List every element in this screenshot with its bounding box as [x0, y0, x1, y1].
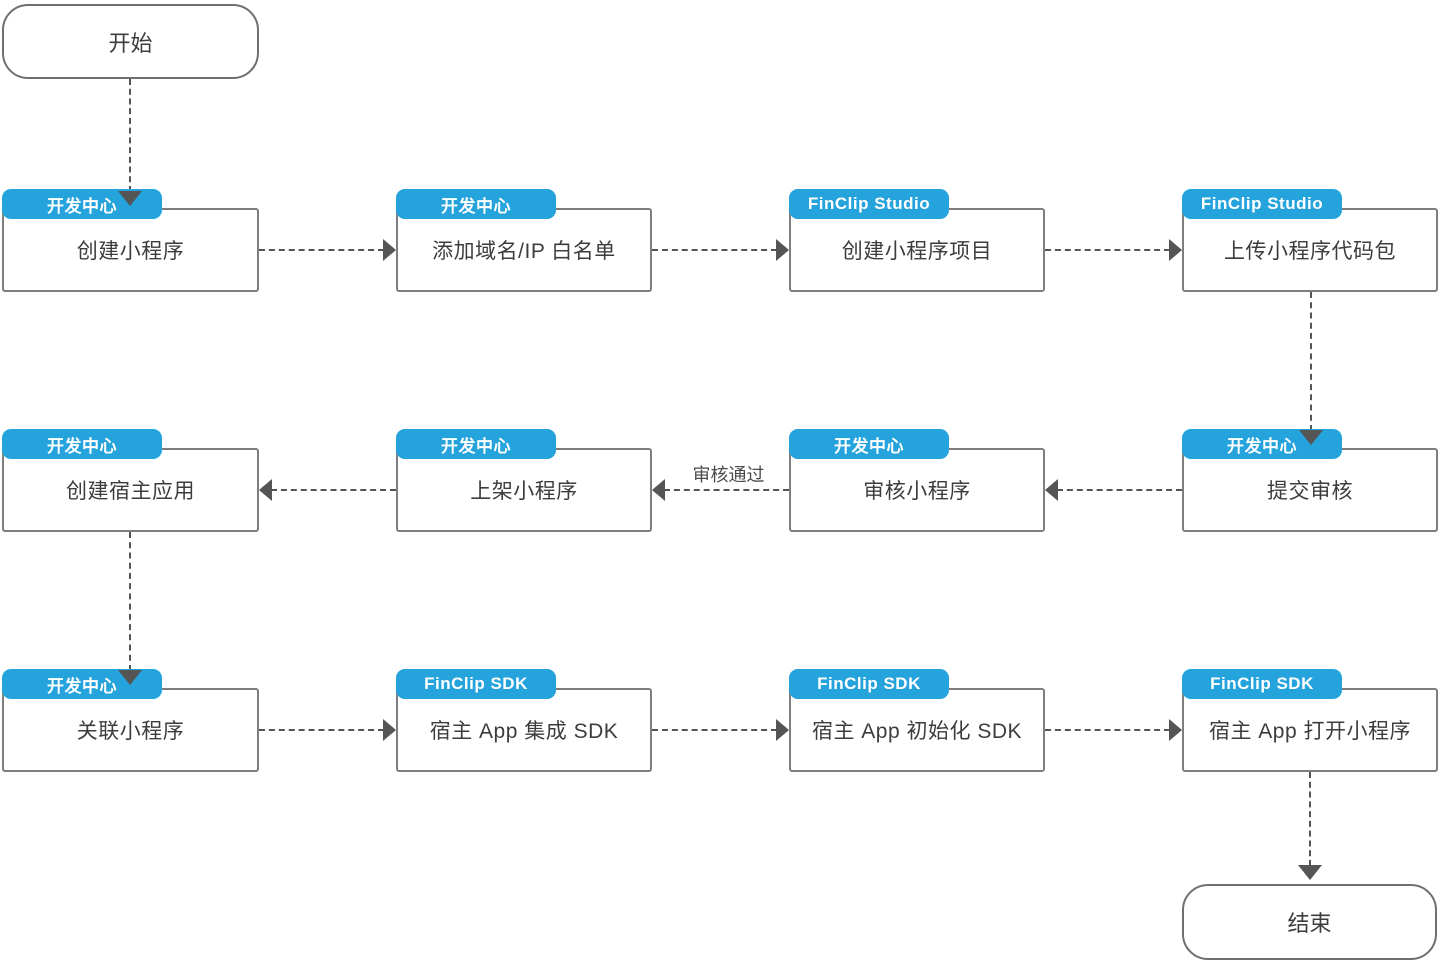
node-label: 宿主 App 初始化 SDK [811, 720, 1023, 743]
edge-create-project-to-upload-code-line [1045, 249, 1170, 251]
end-node-label: 结束 [1287, 911, 1332, 936]
node-tag-label: FinClip SDK [817, 674, 921, 693]
node-tag-add-whitelist: 开发中心 [396, 189, 556, 219]
node-create-project: FinClip Studio 创建小程序项目 [789, 189, 1045, 292]
node-tag-label: FinClip SDK [424, 674, 528, 693]
edge-upload-code-to-submit-review-line [1310, 292, 1312, 431]
edge-create-host-app-to-link-miniapp-line [129, 532, 131, 671]
edge-upload-code-to-submit-review-arrowhead-icon [1299, 430, 1323, 445]
node-tag-publish-miniapp: 开发中心 [396, 429, 556, 459]
edge-publish-miniapp-to-create-host-app-line [271, 489, 396, 491]
node-tag-label: FinClip Studio [807, 194, 931, 213]
node-review-miniapp: 开发中心审核小程序 [789, 429, 1045, 532]
edge-link-miniapp-to-integrate-sdk-arrowhead-icon [383, 719, 396, 741]
node-tag-create-host-app: 开发中心 [2, 429, 162, 459]
edge-create-project-to-upload-code-arrowhead-icon [1169, 239, 1182, 261]
node-link-miniapp: 开发中心关联小程序 [2, 669, 259, 772]
node-submit-review: 开发中心提交审核 [1182, 429, 1438, 532]
edge-add-whitelist-to-create-project-arrowhead-icon [776, 239, 789, 261]
edge-create-miniapp-to-add-whitelist-arrowhead-icon [383, 239, 396, 261]
node-tag-integrate-sdk: FinClip SDK [396, 669, 556, 699]
node-label: 上架小程序 [470, 480, 578, 503]
node-publish-miniapp: 开发中心上架小程序 [396, 429, 652, 532]
edge-review-miniapp-to-publish-miniapp-line [664, 489, 789, 491]
edge-init-sdk-to-open-miniapp-line [1045, 729, 1170, 731]
end-node: 结束 [1182, 884, 1437, 960]
node-init-sdk: FinClip SDK 宿主 App 初始化 SDK [789, 669, 1045, 772]
node-tag-label: 开发中心 [47, 676, 117, 696]
edge-link-miniapp-to-integrate-sdk-line [259, 729, 384, 731]
node-tag-label: 开发中心 [47, 196, 117, 216]
edge-submit-review-to-review-miniapp-arrowhead-icon [1045, 479, 1058, 501]
edge-add-whitelist-to-create-project-line [652, 249, 777, 251]
edge-create-host-app-to-link-miniapp-arrowhead-icon [118, 670, 142, 685]
node-tag-label: 开发中心 [441, 196, 511, 216]
node-label: 审核小程序 [863, 480, 971, 503]
node-upload-code: FinClip Studio 上传小程序代码包 [1182, 189, 1438, 292]
node-tag-label: 开发中心 [47, 436, 117, 456]
edge-start-to-create-miniapp-line [129, 79, 131, 192]
edge-publish-miniapp-to-create-host-app-arrowhead-icon [259, 479, 272, 501]
node-integrate-sdk: FinClip SDK 宿主 App 集成 SDK [396, 669, 652, 772]
node-create-host-app: 开发中心创建宿主应用 [2, 429, 259, 532]
edge-create-miniapp-to-add-whitelist-line [259, 249, 384, 251]
node-tag-open-miniapp: FinClip SDK [1182, 669, 1342, 699]
edge-open-miniapp-to-end-arrowhead-icon [1298, 865, 1322, 880]
node-tag-label: 开发中心 [1227, 436, 1297, 456]
node-tag-label: 开发中心 [834, 436, 904, 456]
node-label: 宿主 App 打开小程序 [1208, 720, 1412, 743]
node-label: 创建小程序项目 [841, 240, 993, 263]
node-label: 创建宿主应用 [66, 480, 195, 503]
node-tag-label: FinClip Studio [1200, 194, 1324, 213]
node-tag-review-miniapp: 开发中心 [789, 429, 949, 459]
node-label: 关联小程序 [76, 720, 185, 743]
node-add-whitelist: 开发中心添加域名/IP 白名单 [396, 189, 652, 292]
edge-init-sdk-to-open-miniapp-arrowhead-icon [1169, 719, 1182, 741]
node-label: 添加域名/IP 白名单 [432, 240, 616, 263]
edge-start-to-create-miniapp-arrowhead-icon [118, 191, 142, 206]
start-node: 开始 [2, 4, 259, 79]
start-node-label: 开始 [108, 30, 153, 56]
edge-label-review-passed: 审核通过 [692, 465, 765, 485]
edge-integrate-sdk-to-init-sdk-line [652, 729, 777, 731]
node-label: 宿主 App 集成 SDK [429, 720, 619, 743]
node-label: 上传小程序代码包 [1224, 240, 1396, 263]
node-tag-label: FinClip SDK [1210, 674, 1314, 693]
node-open-miniapp: FinClip SDK 宿主 App 打开小程序 [1182, 669, 1438, 772]
edge-submit-review-to-review-miniapp-line [1057, 489, 1182, 491]
node-tag-upload-code: FinClip Studio [1182, 189, 1342, 219]
node-label: 提交审核 [1267, 480, 1353, 503]
edge-review-miniapp-to-publish-miniapp-arrowhead-icon [652, 479, 665, 501]
node-tag-label: 开发中心 [441, 436, 511, 456]
node-tag-init-sdk: FinClip SDK [789, 669, 949, 699]
edge-open-miniapp-to-end-line [1309, 772, 1311, 866]
node-tag-create-project: FinClip Studio [789, 189, 949, 219]
edge-integrate-sdk-to-init-sdk-arrowhead-icon [776, 719, 789, 741]
node-create-miniapp: 开发中心创建小程序 [2, 189, 259, 292]
node-label: 创建小程序 [76, 240, 185, 263]
